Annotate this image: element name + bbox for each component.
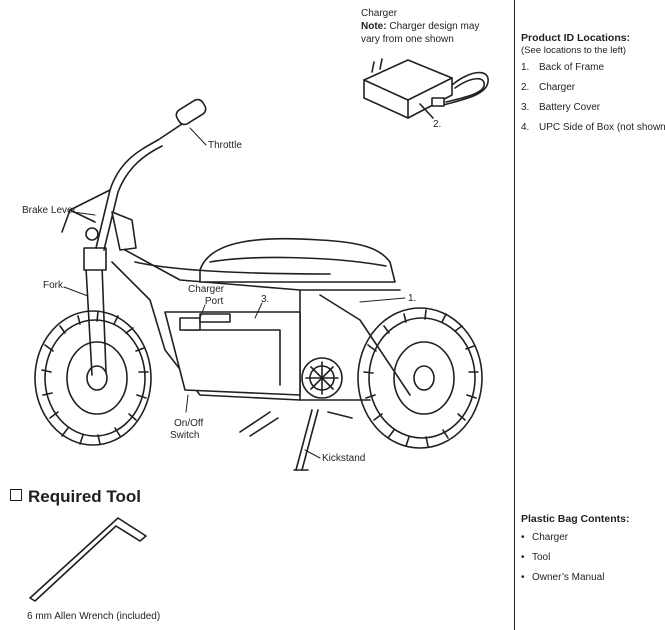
rear-wheel xyxy=(357,307,483,449)
bullet-icon: • xyxy=(521,571,525,583)
bag-item: • Owner’s Manual xyxy=(521,572,661,584)
charger-note-text1: Charger design may xyxy=(389,21,480,32)
product-id-item: 3. Battery Cover xyxy=(521,102,661,114)
product-id-title: Product ID Locations: xyxy=(521,32,631,44)
product-id-item: 1. Back of Frame xyxy=(521,62,661,74)
switch-line2: Switch xyxy=(170,429,200,441)
switch-line1: On/Off xyxy=(174,418,204,429)
charger-callout: 2. xyxy=(433,119,442,130)
note-label: Note: xyxy=(361,21,387,32)
bullet-icon: • xyxy=(521,551,525,563)
product-id-section: Product ID Locations: (See locations to … xyxy=(521,32,665,142)
item-text: Charger xyxy=(539,81,576,93)
product-id-item: 2. Charger xyxy=(521,82,661,94)
leader-lines xyxy=(63,127,406,459)
bag-item-text: Tool xyxy=(532,551,551,563)
product-id-list: 1. Back of Frame 2. Charger 3. Battery Cover 4… xyxy=(521,62,665,134)
product-id-item: 4. UPC Side of Box (not shown) xyxy=(521,121,665,134)
product-id-subtitle: (See locations to the left) xyxy=(521,44,627,56)
kickstand-and-pegs xyxy=(239,409,353,471)
kickstand-label: Kickstand xyxy=(322,453,366,464)
throttle-label: Throttle xyxy=(208,140,242,151)
allen-wrench xyxy=(29,517,147,602)
item-text: Back of Frame xyxy=(539,61,605,73)
item-number: 2. xyxy=(521,81,530,93)
charger-port-line2: Port xyxy=(204,295,224,307)
on-off-switch-label: On/Off Switch xyxy=(170,418,203,441)
column-divider xyxy=(514,0,515,630)
bag-item-text: Owner’s Manual xyxy=(532,571,605,583)
frame xyxy=(111,249,411,401)
fork-and-handlebar xyxy=(61,98,207,376)
bag-contents-title: Plastic Bag Contents: xyxy=(521,513,630,525)
charger-port-label: Charger Port xyxy=(188,284,224,307)
bag-item-text: Charger xyxy=(532,531,569,543)
brake-lever-label: Brake Lever xyxy=(22,205,76,216)
callout-1: 1. xyxy=(408,293,417,304)
item-number: 3. xyxy=(521,101,530,113)
front-wheel xyxy=(34,310,152,446)
charger-port-line1: Charger xyxy=(188,284,225,295)
item-number: 1. xyxy=(521,61,530,73)
charger-note-line1: Note: Charger design may xyxy=(361,21,479,33)
charger-heading: Charger xyxy=(361,8,398,19)
checkbox-icon xyxy=(10,489,22,501)
bag-item: • Tool xyxy=(521,552,661,564)
bag-item: • Charger xyxy=(521,532,661,544)
seat xyxy=(134,237,396,283)
charger-illustration xyxy=(363,58,489,119)
wrench-caption: 6 mm Allen Wrench (included) xyxy=(27,611,161,622)
required-tool-title: Required Tool xyxy=(28,487,142,506)
callout-3: 3. xyxy=(261,294,270,305)
bullet-icon: • xyxy=(521,531,525,543)
item-text: UPC Side of Box (not shown) xyxy=(539,121,665,133)
item-text: Battery Cover xyxy=(539,101,601,113)
fork-label: Fork xyxy=(43,280,63,291)
item-number: 4. xyxy=(521,121,530,133)
charger-note-line2: vary from one shown xyxy=(361,34,454,45)
bag-contents-list: • Charger • Tool • Owner’s Manual xyxy=(521,532,661,584)
bag-contents-section: Plastic Bag Contents: • Charger • Tool • Owne… xyxy=(521,513,661,592)
required-tool-heading: Required Tool xyxy=(10,487,141,507)
motor xyxy=(301,357,343,399)
